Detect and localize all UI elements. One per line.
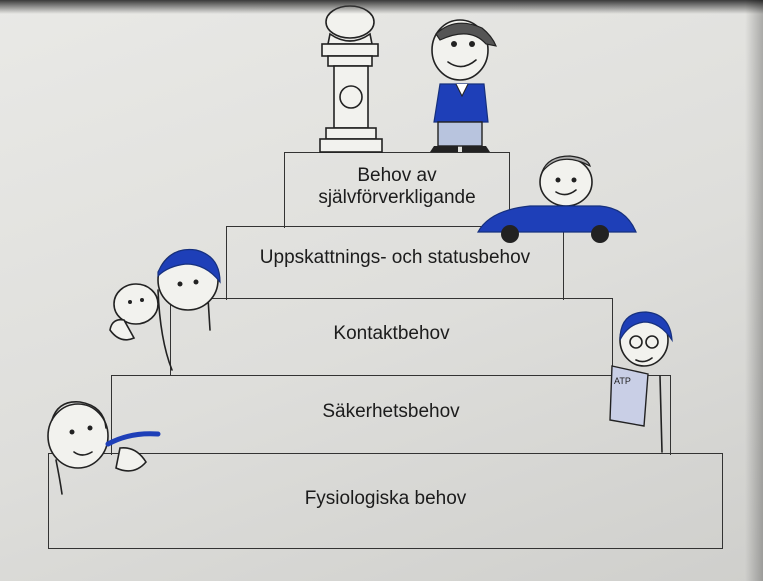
level-label-esteem: Uppskattnings- och statusbehov <box>259 247 531 268</box>
pyramid-level-safety: Säkerhetsbehov <box>111 375 671 455</box>
pyramid-level-physiological: Fysiologiska behov <box>48 453 723 549</box>
sports-car-icon <box>476 155 637 243</box>
level-label-belonging: Kontaktbehov <box>333 323 450 344</box>
photo-shadow-right <box>745 0 763 581</box>
pyramid-level-self-actualization: Behov av självförverkligande <box>284 152 510 228</box>
pension-form-label: ATP <box>614 376 631 386</box>
proud-man-icon <box>430 19 497 152</box>
bust-on-pedestal-icon <box>319 5 383 153</box>
pyramid-level-belonging: Kontaktbehov <box>170 298 613 376</box>
level-label-physiological: Fysiologiska behov <box>304 488 467 509</box>
photo-shadow-top <box>0 0 763 14</box>
woman-with-pension-form-icon: ATP <box>609 311 673 453</box>
pyramid-level-esteem: Uppskattnings- och statusbehov <box>226 226 564 300</box>
parent-and-baby-icon <box>109 248 221 371</box>
child-eating-icon <box>47 401 161 495</box>
level-label-self-actualization-line2: självförverkligande <box>318 187 476 208</box>
level-label-self-actualization-line1: Behov av <box>357 165 437 186</box>
level-label-safety: Säkerhetsbehov <box>322 401 460 422</box>
